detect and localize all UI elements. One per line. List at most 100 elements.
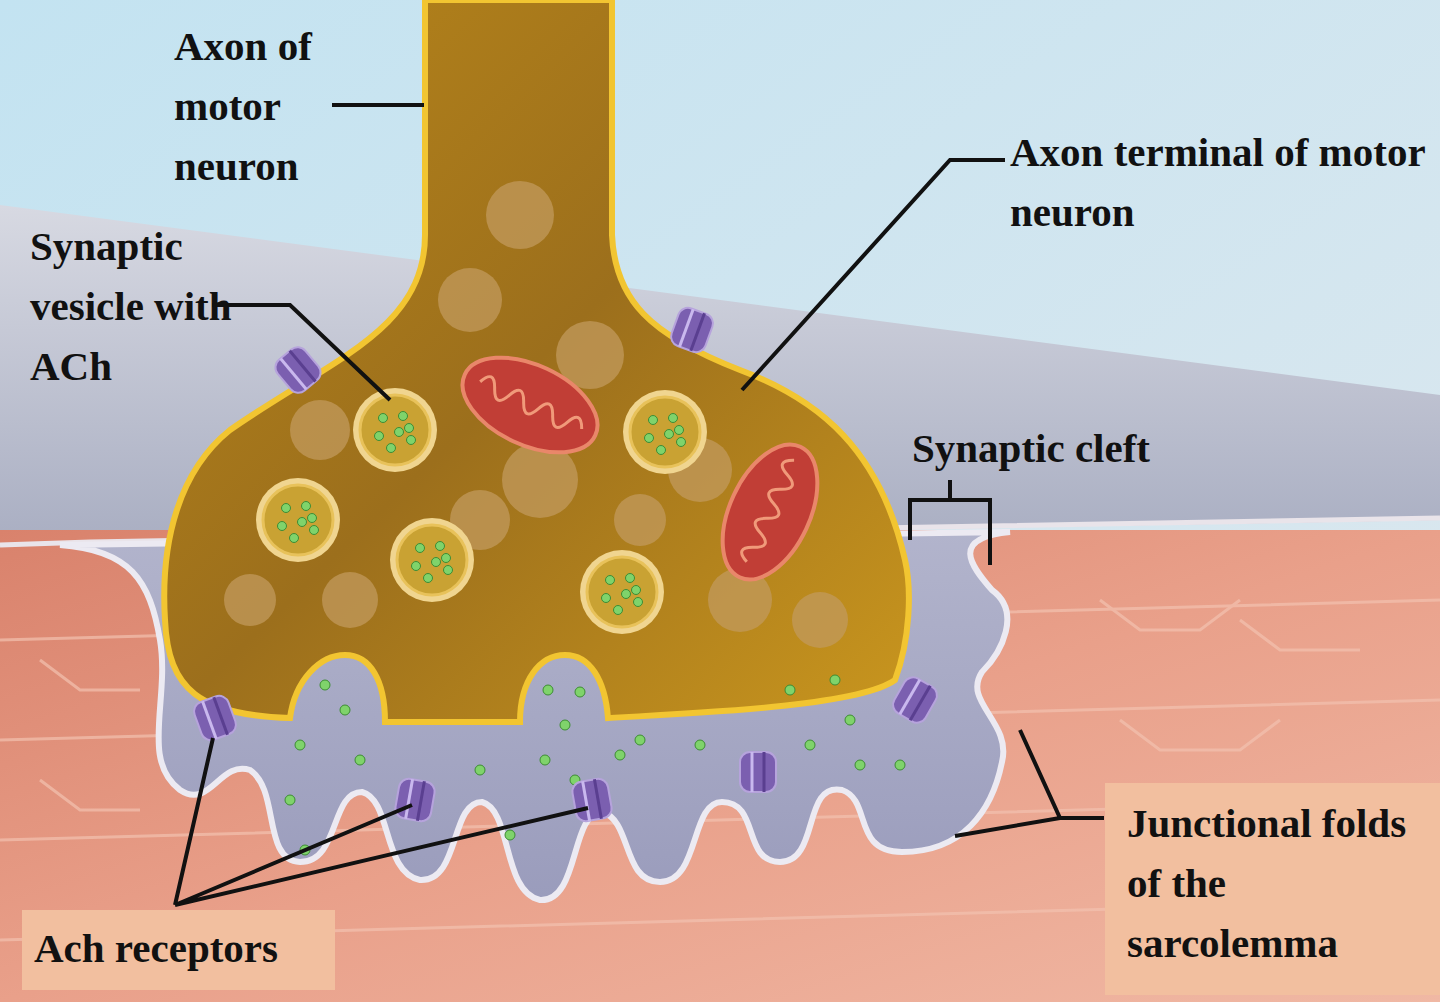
granule: [792, 592, 848, 648]
granule: [290, 400, 350, 460]
ach-molecule: [298, 518, 307, 527]
receptor: [394, 777, 436, 823]
receptor: [889, 674, 940, 727]
ach-molecule: [399, 412, 408, 421]
ach-molecule: [805, 740, 815, 750]
granule: [614, 494, 666, 546]
ach-molecule: [845, 715, 855, 725]
ach-molecule: [614, 606, 623, 615]
receptor: [571, 777, 613, 823]
receptor-body: [740, 752, 776, 792]
receptor: [191, 693, 239, 743]
ach-molecule: [615, 750, 625, 760]
part-label: Synaptic cleft: [912, 418, 1232, 478]
ach-molecule: [657, 446, 666, 455]
ach-molecule: [302, 502, 311, 511]
acetylcholine-molecules: [285, 675, 905, 855]
vesicle-membrane: [623, 390, 707, 474]
ach-molecule: [285, 795, 295, 805]
axon-terminal: [164, 0, 909, 722]
ach-molecule: [340, 705, 350, 715]
vesicle: [397, 525, 467, 595]
vesicle-membrane: [256, 478, 340, 562]
receptor: [740, 752, 776, 792]
synaptic-vesicles: [256, 388, 707, 634]
receptor-body: [191, 693, 239, 743]
ach-molecule: [505, 830, 515, 840]
ach-molecule: [575, 687, 585, 697]
ach-molecule: [295, 740, 305, 750]
receptor-stripe: [214, 697, 228, 735]
receptor-stripe: [583, 781, 590, 820]
ach-molecule: [320, 680, 330, 690]
ach-molecule: [355, 755, 365, 765]
ach-molecule: [602, 594, 611, 603]
receptor-stripe: [290, 351, 316, 382]
ach-molecule: [632, 586, 641, 595]
receptor-body: [889, 674, 940, 727]
ach-molecule: [645, 434, 654, 443]
ach-molecule: [669, 414, 678, 423]
ach-molecule: [412, 562, 421, 571]
ach-molecule: [543, 685, 553, 695]
ach-molecule: [424, 574, 433, 583]
ach-molecule: [560, 720, 570, 730]
ach-molecule: [405, 424, 414, 433]
vesicle-membrane: [353, 388, 437, 472]
receptor-body: [271, 343, 324, 397]
receptor-stripe: [406, 779, 413, 818]
receptor-stripe: [680, 309, 694, 347]
label-box: Junctional folds of the sarcolemma: [1105, 783, 1440, 995]
receptor-stripe: [417, 781, 424, 820]
ach-molecule: [895, 760, 905, 770]
receptor-body: [668, 305, 716, 355]
ach-molecule: [282, 504, 291, 513]
vesicle-membrane: [580, 550, 664, 634]
granule: [486, 181, 554, 249]
box-label: Junctional folds of the sarcolemma: [1127, 793, 1430, 973]
ach-molecule: [622, 590, 631, 599]
ach-molecule: [649, 416, 658, 425]
vesicle: [263, 485, 333, 555]
ach-molecule: [375, 432, 384, 441]
ach-molecule: [387, 444, 396, 453]
ach-molecule: [416, 544, 425, 553]
label-box: Ach receptors: [22, 910, 335, 990]
receptor-stripe: [203, 701, 217, 739]
ach-molecule: [444, 566, 453, 575]
ach-molecule: [855, 760, 865, 770]
ach-molecule: [675, 426, 684, 435]
ach-molecule: [695, 740, 705, 750]
ach-molecule: [407, 436, 416, 445]
ach-molecule: [278, 522, 287, 531]
vesicle: [587, 557, 657, 627]
box-label: Ach receptors: [34, 918, 335, 978]
ach-molecule: [310, 526, 319, 535]
ach-molecule: [606, 576, 615, 585]
leader-lines: [175, 105, 1104, 905]
granule: [438, 268, 502, 332]
receptor-body: [394, 777, 436, 823]
ach-molecule: [626, 574, 635, 583]
vesicle-membrane: [390, 518, 474, 602]
receptor-stripe: [691, 313, 705, 351]
ach-receptors: [191, 305, 940, 823]
receptor-stripe: [763, 752, 766, 792]
part-label: Axon terminal of motor neuron: [1010, 122, 1430, 242]
cytoplasm-granules: [224, 181, 848, 648]
granule: [322, 572, 378, 628]
ach-molecule: [475, 765, 485, 775]
vesicle: [360, 395, 430, 465]
ach-molecule: [432, 558, 441, 567]
receptor-stripe: [910, 686, 930, 721]
ach-molecule: [436, 542, 445, 551]
ach-molecule: [830, 675, 840, 685]
mitochondrion: [703, 430, 836, 594]
ach-molecule: [785, 685, 795, 695]
mitochondrion: [448, 338, 612, 471]
receptor-body: [571, 777, 613, 823]
receptor: [668, 305, 716, 355]
ach-molecule: [395, 428, 404, 437]
ach-molecule: [540, 755, 550, 765]
